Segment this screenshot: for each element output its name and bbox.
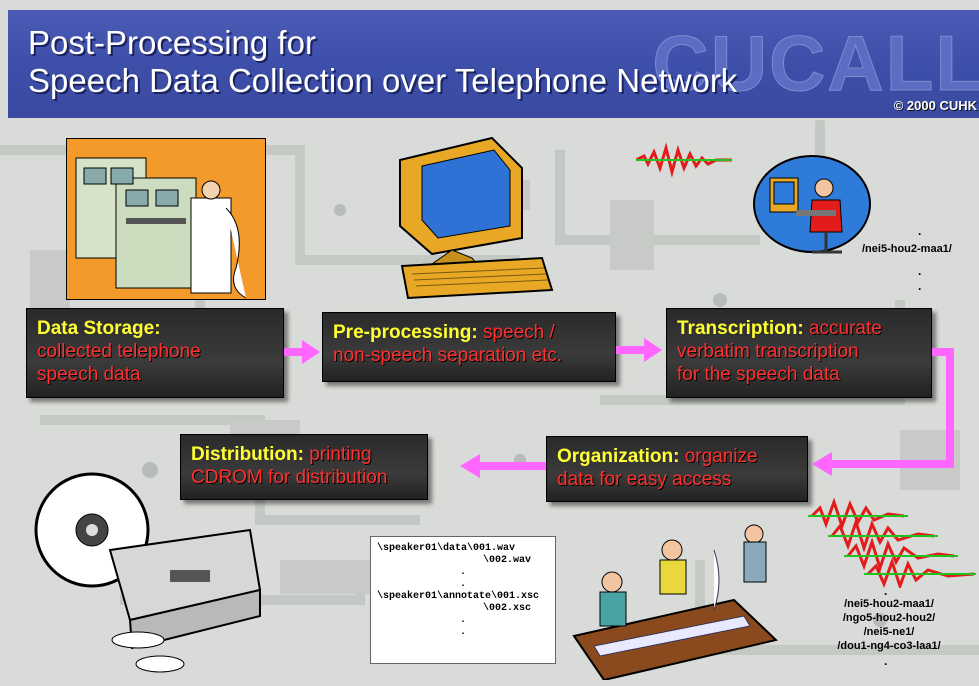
data-storage-illustration bbox=[66, 138, 266, 300]
title-line-1: Post-Processing for bbox=[28, 24, 316, 61]
step-text: speech data bbox=[37, 364, 141, 385]
computer-illustration bbox=[399, 136, 554, 300]
transcription-filename: /nei5-hou2-maa1/ bbox=[862, 243, 952, 255]
file-line: \speaker01\annotate\001.xsc bbox=[377, 591, 540, 602]
watermark: CUCALL bbox=[652, 19, 979, 108]
step-label: Data Storage: bbox=[37, 318, 161, 339]
organized-file: /ngo5-hou2-hou2/ bbox=[842, 612, 936, 624]
file-listing: \speaker01\data\001.wav \002.wav . . \sp… bbox=[370, 536, 556, 664]
arrow-4-head bbox=[460, 454, 480, 478]
step-text: speech / bbox=[482, 322, 555, 343]
title-bar: CUCALL Post-Processing for Speech Data C… bbox=[8, 10, 979, 118]
copyright: © 2000 CUHK bbox=[893, 98, 977, 113]
organized-file: /nei5-hou2-maa1/ bbox=[844, 598, 934, 610]
step-pre-processing: Pre-processing: speech / non-speech sepa… bbox=[322, 312, 616, 382]
step-text: CDROM for distribution bbox=[191, 467, 388, 488]
dots-bottom-1: . bbox=[884, 584, 888, 598]
waveform-icon bbox=[636, 142, 732, 178]
dots-top-3: . bbox=[918, 279, 922, 293]
step-text: verbatim transcription bbox=[677, 341, 859, 362]
step-data-storage: Data Storage: collected telephone speech… bbox=[26, 308, 284, 398]
step-text: data for easy access bbox=[557, 469, 732, 490]
title-line-2: Speech Data Collection over Telephone Ne… bbox=[28, 62, 738, 99]
step-distribution: Distribution: printing CDROM for distrib… bbox=[180, 434, 428, 500]
file-line: \002.wav bbox=[482, 555, 531, 566]
cd-printer-illustration bbox=[34, 472, 262, 673]
step-label: Transcription: bbox=[677, 318, 804, 339]
dots-top-1: . bbox=[918, 224, 922, 238]
step-text: non-speech separation etc. bbox=[333, 345, 563, 366]
step-text: collected telephone bbox=[37, 341, 201, 362]
transcriber-illustration bbox=[753, 155, 871, 254]
step-label: Pre-processing: bbox=[333, 322, 478, 343]
step-text: printing bbox=[309, 444, 372, 465]
file-line: \speaker01\data\001.wav bbox=[377, 543, 516, 554]
dots-bottom-2: . bbox=[884, 654, 888, 668]
dots-top-2: . bbox=[918, 264, 922, 278]
organized-file: /nei5-ne1/ bbox=[863, 626, 915, 638]
arrow-3-head bbox=[812, 452, 832, 476]
file-line: . bbox=[459, 627, 466, 638]
step-label: Organization: bbox=[557, 446, 680, 467]
step-label: Distribution: bbox=[191, 444, 304, 465]
step-text: accurate bbox=[808, 318, 882, 339]
step-transcription: Transcription: accurate verbatim transcr… bbox=[666, 308, 932, 398]
step-text: for the speech data bbox=[677, 364, 840, 385]
organized-file: /dou1-ng4-co3-laa1/ bbox=[837, 640, 941, 652]
waveform-stack-icon bbox=[808, 497, 976, 588]
arrow-3 bbox=[830, 348, 954, 468]
file-line: . bbox=[459, 579, 466, 590]
arrow-2-head bbox=[644, 338, 662, 362]
file-line: . bbox=[459, 567, 466, 578]
meeting-illustration bbox=[572, 524, 778, 680]
file-line: \002.xsc bbox=[482, 603, 531, 614]
step-text: organize bbox=[684, 446, 758, 467]
arrow-1-head bbox=[302, 340, 320, 364]
file-line: . bbox=[459, 615, 466, 626]
step-organization: Organization: organize data for easy acc… bbox=[546, 436, 808, 502]
